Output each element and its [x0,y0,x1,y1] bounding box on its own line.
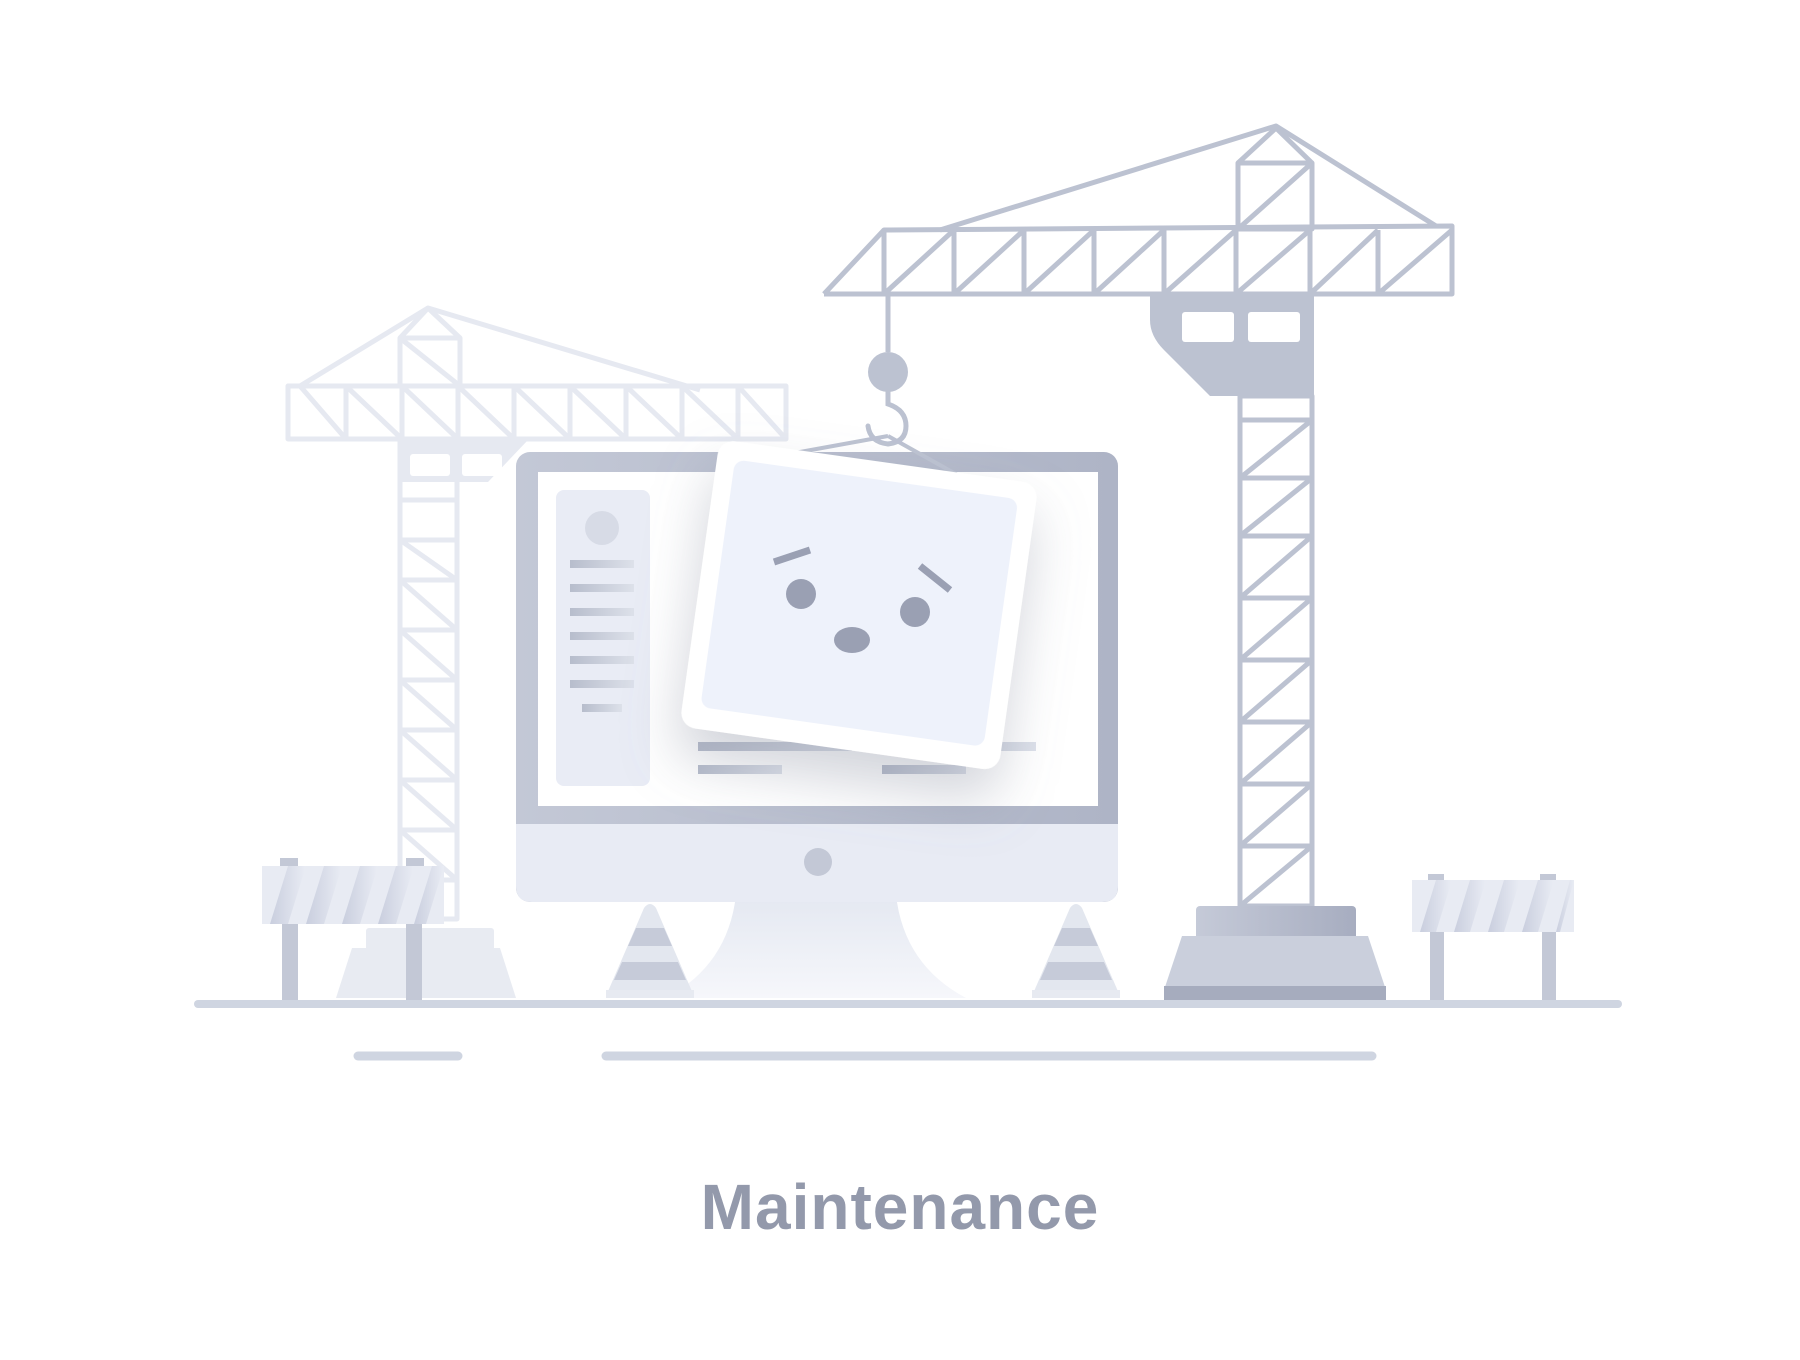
main-crane-cab [1150,296,1314,396]
hanging-card [681,441,1037,770]
main-crane-base [1164,906,1386,1002]
monitor-power-button [804,848,832,876]
sad-face-icon [772,546,953,653]
traffic-cone-icon [606,904,694,998]
background-crane-cab [398,440,528,482]
page-title: Maintenance [700,1171,1100,1243]
main-crane [822,123,1455,909]
screen-avatar [585,511,619,545]
background-crane [285,305,789,922]
background-crane-base [336,928,516,998]
traffic-cone-icon [1032,904,1120,998]
road-barrier-icon [262,858,444,1000]
road-barrier-icon [1412,874,1574,1000]
monitor-stand [666,895,966,998]
ground [194,1000,1622,1061]
